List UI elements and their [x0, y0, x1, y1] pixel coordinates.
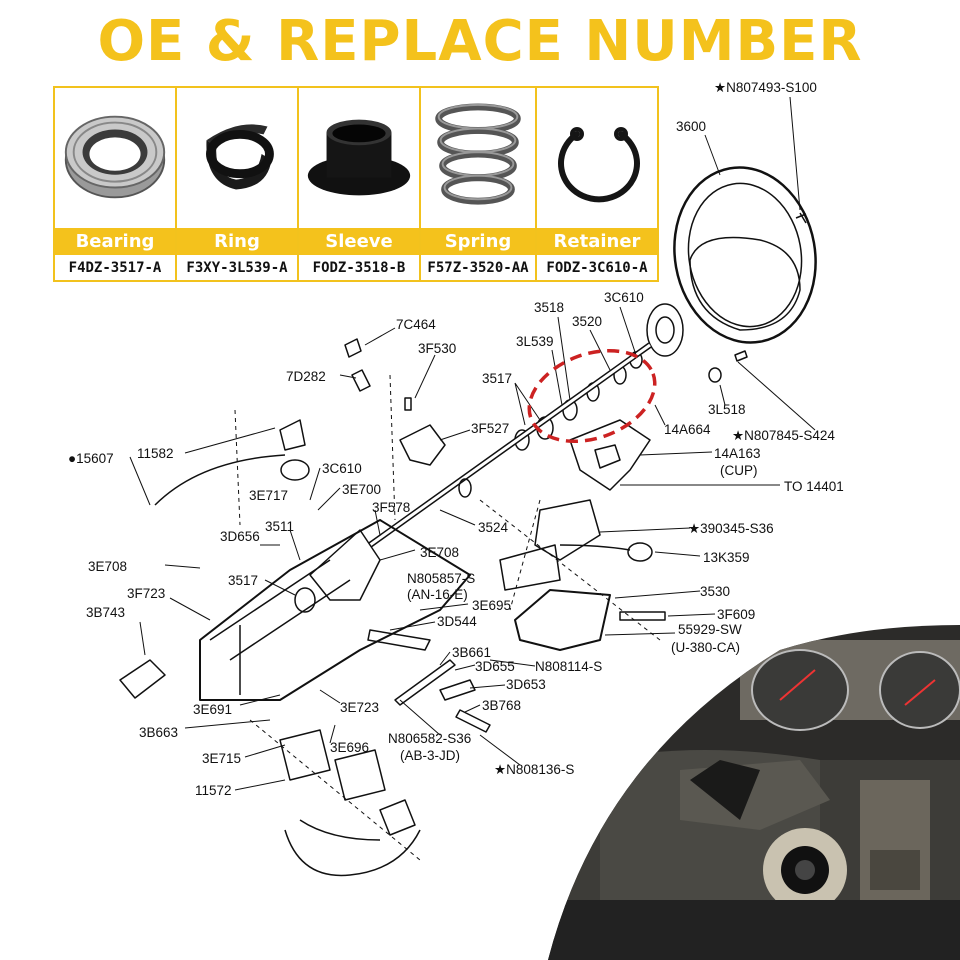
- callout-label: 3E708: [420, 545, 460, 560]
- callout-label: N806582-S36: [388, 731, 472, 746]
- callout-label: 3E695: [472, 598, 512, 613]
- part-cell-bearing: Bearing F4DZ-3517-A: [55, 88, 177, 280]
- callout-label: 3600: [676, 119, 707, 134]
- part-name: Spring: [421, 228, 535, 255]
- part-number: FODZ-3C610-A: [546, 260, 648, 276]
- callout-label: 3D656: [220, 529, 260, 544]
- part-name: Retainer: [537, 228, 657, 255]
- bearing-icon: [64, 115, 166, 199]
- part-number: F4DZ-3517-A: [68, 260, 162, 276]
- parts-table: Bearing F4DZ-3517-A Ring F3XY-3L539-A Sl…: [53, 86, 659, 282]
- callout-label: 3E723: [340, 700, 380, 715]
- callout-label: 14A163: [714, 446, 761, 461]
- callout-label: 3E715: [202, 751, 242, 766]
- callout-label: 3517: [482, 371, 513, 386]
- callout-label: 3B663: [139, 725, 179, 740]
- callout-label: ★N807845-S424: [732, 428, 835, 443]
- callout-label: ●15607: [68, 451, 114, 466]
- callout-label: N805857-S: [407, 571, 476, 586]
- callout-label: 3D655: [475, 659, 515, 674]
- callout-label: 13K359: [703, 550, 750, 565]
- callout-label: 3530: [700, 584, 731, 599]
- callout-label: 3F527: [471, 421, 510, 436]
- callout-label: 11572: [195, 783, 232, 798]
- callout-label: TO 14401: [784, 479, 844, 494]
- retainer-icon: [558, 127, 640, 203]
- callout-label: 3C610: [604, 290, 644, 305]
- spring-icon: [435, 103, 521, 205]
- callout-label: 3E696: [330, 740, 370, 755]
- callout-label: 3B768: [482, 698, 522, 713]
- callout-label: 3520: [572, 314, 603, 329]
- part-name: Sleeve: [299, 228, 419, 255]
- part-cell-spring: Spring F57Z-3520-AA: [421, 88, 537, 280]
- callout-label: ★N807493-S100: [714, 80, 817, 95]
- callout-label: 3L539: [516, 334, 554, 349]
- callout-label: 3524: [478, 520, 509, 535]
- callout-label: 3D544: [437, 614, 477, 629]
- callout-label: 7C464: [396, 317, 436, 332]
- callout-label: 3B743: [86, 605, 126, 620]
- callout-label: 3B661: [452, 645, 492, 660]
- callout-label: 55929-SW: [678, 622, 742, 637]
- callout-label: 3E717: [249, 488, 289, 503]
- part-number: FODZ-3518-B: [312, 260, 406, 276]
- part-cell-sleeve: Sleeve FODZ-3518-B: [299, 88, 421, 280]
- callout-label: 3F609: [717, 607, 756, 622]
- callout-label: 3C610: [322, 461, 362, 476]
- page-title: OE & REPLACE NUMBER: [97, 9, 863, 74]
- callout-label: 7D282: [286, 369, 326, 384]
- part-number: F3XY-3L539-A: [186, 260, 288, 276]
- callout-label: ★390345-S36: [688, 521, 774, 536]
- callout-label: 3517: [228, 573, 259, 588]
- callout-label: 14A664: [664, 422, 711, 437]
- callout-label: 3F723: [127, 586, 166, 601]
- part-name: Bearing: [55, 228, 175, 255]
- callout-label: 3511: [265, 519, 295, 534]
- callout-label: 11582: [137, 446, 174, 461]
- steering-wheel-icon: [646, 166, 817, 357]
- callout-label: 3F530: [418, 341, 457, 356]
- part-cell-ring: Ring F3XY-3L539-A: [177, 88, 299, 280]
- callout-label: 3L518: [708, 402, 746, 417]
- callout-label: ★N808136-S: [494, 762, 575, 777]
- callout-label: 3E691: [193, 702, 233, 717]
- callout-label: (AN-16-E): [407, 587, 468, 602]
- part-cell-retainer: Retainer FODZ-3C610-A: [537, 88, 657, 280]
- part-number: F57Z-3520-AA: [427, 260, 529, 276]
- sleeve-icon: [307, 119, 411, 196]
- highlight-circle: [527, 348, 657, 444]
- callout-label: 3E708: [88, 559, 128, 574]
- callout-label: (CUP): [720, 463, 758, 478]
- callout-label: 3518: [534, 300, 565, 315]
- callout-label: 3E700: [342, 482, 382, 497]
- callout-label: (AB-3-JD): [400, 748, 460, 763]
- callout-label: (U-380-CA): [671, 640, 741, 655]
- callout-label: N808114-S: [535, 659, 603, 674]
- part-name: Ring: [177, 228, 297, 255]
- callout-label: 3D653: [506, 677, 546, 692]
- ring-icon: [206, 124, 274, 190]
- callout-label: 3F578: [372, 500, 411, 515]
